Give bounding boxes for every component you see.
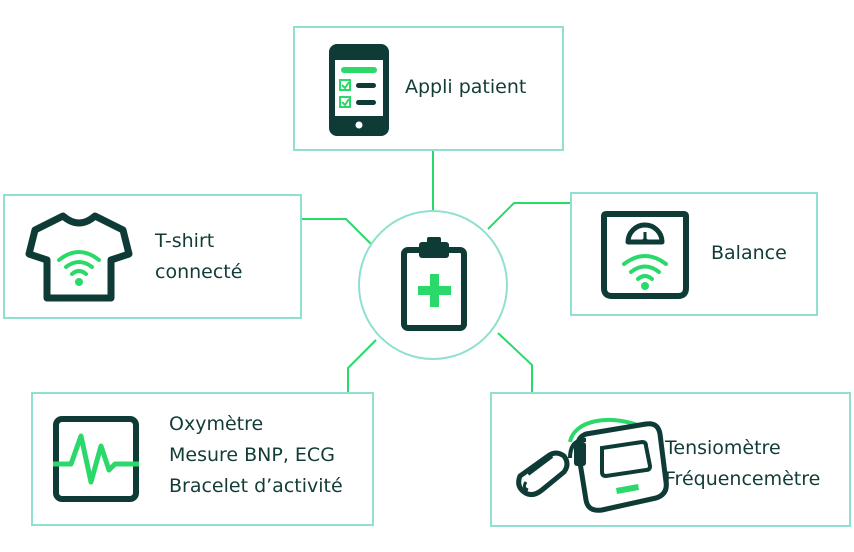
tshirt-label: T-shirt connecté <box>155 226 242 288</box>
clipboard-plus-icon <box>401 237 467 331</box>
blood-pressure-monitor-icon <box>516 418 669 513</box>
label-line: T-shirt <box>155 230 215 252</box>
label-line: Tensiomètre <box>665 437 781 459</box>
label-line: connecté <box>155 261 243 283</box>
oxymetre-label: Oxymètre Mesure BNP, ECG Bracelet d’acti… <box>169 409 343 502</box>
node-balance: Balance <box>570 192 818 316</box>
label-line: Oxymètre <box>169 413 264 435</box>
node-tshirt: T-shirt connecté <box>3 194 302 319</box>
appli-label: Appli patient <box>405 72 526 103</box>
tablet-checklist-icon <box>329 44 389 136</box>
node-oxymetre: Oxymètre Mesure BNP, ECG Bracelet d’acti… <box>31 392 374 526</box>
connector-balance <box>487 202 570 230</box>
label-line: Fréquencemètre <box>665 468 821 490</box>
connected-scale-icon <box>601 211 689 299</box>
heartbeat-monitor-icon <box>53 416 139 502</box>
label-line: Mesure BNP, ECG <box>169 444 335 466</box>
connected-tshirt-icon <box>25 212 133 302</box>
connector-tshirt <box>302 218 373 246</box>
label-line: Balance <box>711 242 787 264</box>
node-appli-patient: Appli patient <box>293 26 564 151</box>
tensiometre-label: Tensiomètre Fréquencemètre <box>665 433 820 495</box>
central-hub <box>358 210 508 360</box>
label-line: Bracelet d’activité <box>169 475 343 497</box>
node-tensiometre: Tensiomètre Fréquencemètre <box>490 392 851 527</box>
label-line: Appli patient <box>405 76 527 98</box>
balance-label: Balance <box>711 238 787 269</box>
connector-tensiometre <box>497 332 533 392</box>
connector-oxymetre <box>347 339 377 392</box>
